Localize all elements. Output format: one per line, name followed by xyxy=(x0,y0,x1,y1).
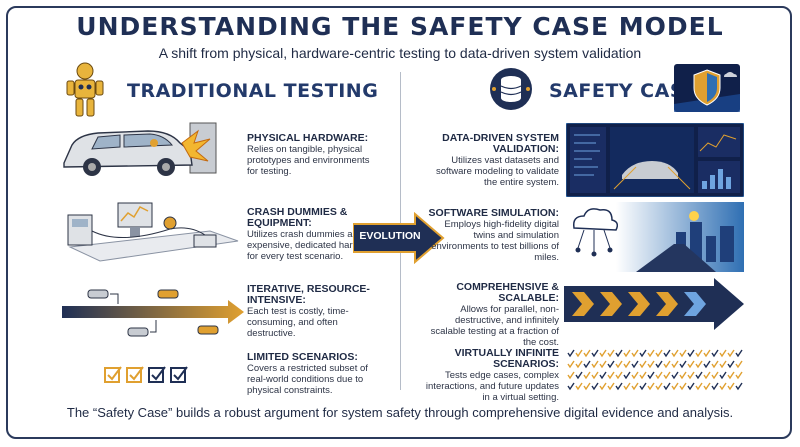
left-item-3-title: ITERATIVE, RESOURCE-INTENSIVE: xyxy=(247,283,370,306)
right-item-1: DATA-DRIVEN SYSTEM VALIDATION: Utilizes … xyxy=(421,132,559,189)
scenario-checkmark-grid xyxy=(566,346,744,392)
evolution-arrow: EVOLUTION xyxy=(353,212,445,264)
left-item-2: CRASH DUMMIES & EQUIPMENT: Utilizes cras… xyxy=(247,206,379,263)
shield-icon xyxy=(674,64,740,112)
right-item-1-desc: Utilizes vast datasets and software mode… xyxy=(435,155,559,188)
safety-case-heading: SAFETY CASE xyxy=(549,80,698,102)
right-item-4-desc: Tests edge cases, complex interactions, … xyxy=(425,370,559,403)
page-subtitle: A shift from physical, hardware-centric … xyxy=(158,45,642,61)
right-item-3-title: COMPREHENSIVE & SCALABLE: xyxy=(456,281,559,304)
left-item-4: LIMITED SCENARIOS: Covers a restricted s… xyxy=(247,351,379,397)
footer-note: The “Safety Case” builds a robust argume… xyxy=(66,405,734,420)
database-icon xyxy=(488,66,534,112)
right-item-2-title: SOFTWARE SIMULATION: xyxy=(428,207,559,219)
scalable-arrows-illustration xyxy=(564,278,746,330)
evolution-label: EVOLUTION xyxy=(359,230,421,242)
left-item-4-desc: Covers a restricted subset of real-world… xyxy=(247,363,368,396)
crash-car-illustration xyxy=(58,113,243,185)
right-item-2-desc: Employs high-fidelity digital twins and … xyxy=(431,219,559,263)
right-item-1-title: DATA-DRIVEN SYSTEM VALIDATION: xyxy=(442,132,559,155)
right-item-3-desc: Allows for parallel, non-destructive, an… xyxy=(430,304,559,348)
traditional-testing-heading: TRADITIONAL TESTING xyxy=(127,80,379,102)
test-equipment-illustration xyxy=(60,195,245,265)
left-item-1-desc: Relies on tangible, physical prototypes … xyxy=(247,144,370,177)
crash-dummy-icon xyxy=(62,62,108,118)
left-item-2-title: CRASH DUMMIES & EQUIPMENT: xyxy=(247,206,348,229)
left-item-3-desc: Each test is costly, time-consuming, and… xyxy=(247,306,349,339)
right-item-4-title: VIRTUALLY INFINITE SCENARIOS: xyxy=(454,347,559,370)
left-item-3: ITERATIVE, RESOURCE-INTENSIVE: Each test… xyxy=(247,283,379,340)
cloud-simulation-illustration xyxy=(566,202,744,272)
data-dashboard-illustration xyxy=(566,123,744,197)
left-item-2-desc: Utilizes crash dummies and expensive, de… xyxy=(247,229,379,262)
page-title: UNDERSTANDING THE SAFETY CASE MODEL xyxy=(76,12,724,41)
right-item-3: COMPREHENSIVE & SCALABLE: Allows for par… xyxy=(421,281,559,349)
left-item-1: PHYSICAL HARDWARE: Relies on tangible, p… xyxy=(247,132,379,178)
left-item-1-title: PHYSICAL HARDWARE: xyxy=(247,132,369,144)
right-item-2: SOFTWARE SIMULATION: Employs high-fideli… xyxy=(421,207,559,264)
right-item-4: VIRTUALLY INFINITE SCENARIOS: Tests edge… xyxy=(421,347,559,404)
checkbox-icons xyxy=(103,364,193,386)
iterative-process-illustration xyxy=(58,280,248,340)
left-item-4-title: LIMITED SCENARIOS: xyxy=(247,351,358,363)
